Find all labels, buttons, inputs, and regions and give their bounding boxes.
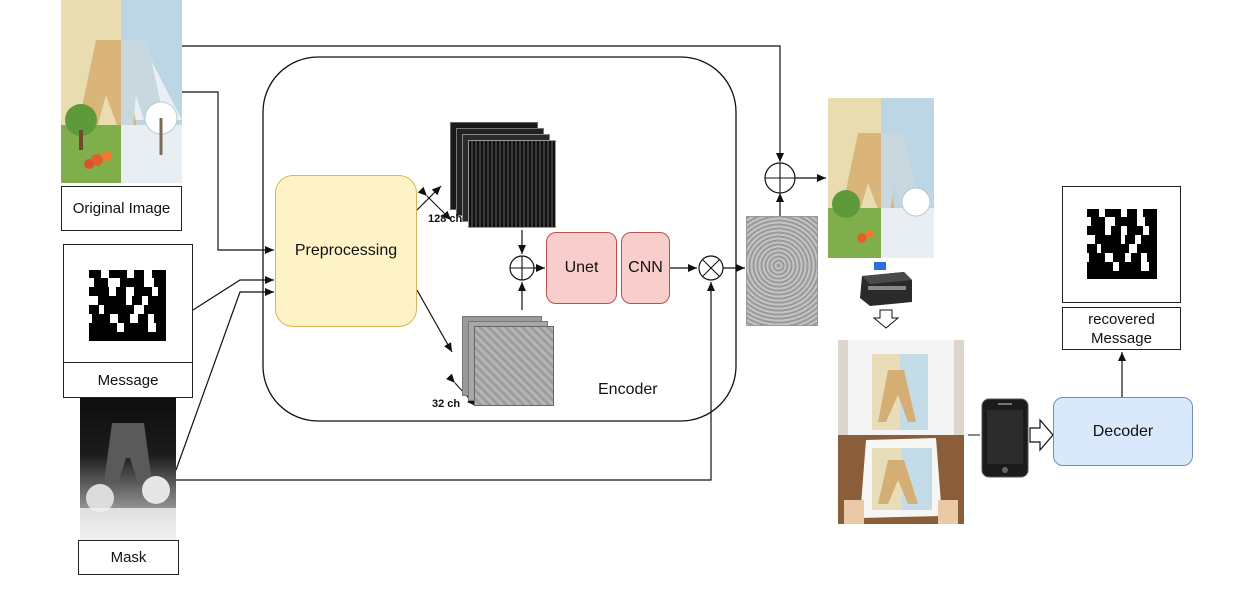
128ch-dimension-arrow [417,186,452,221]
preprocessing-block: Preprocessing [275,175,417,327]
mask-to-preprocessing-line [175,288,274,471]
encoder-container [262,56,737,422]
image-to-preprocessing-line [182,91,274,254]
recovered-code-image [1087,209,1157,279]
original-image [61,0,182,183]
feature-stack-32ch [462,316,562,406]
cnn-block: CNN [621,232,670,304]
decoder-block: Decoder [1053,397,1193,466]
phone-to-decoder-arrow [1029,418,1054,452]
residual-image [746,216,818,326]
original-image-label: Original Image [61,186,182,231]
channels-128-label: 128 ch [428,213,463,225]
message-box [63,244,193,369]
watermarked-image-painting [828,98,934,258]
skip-connection-line [182,45,784,162]
message-label: Message [63,362,193,398]
recovered-message-box [1062,186,1181,303]
message-code-image [89,270,166,341]
mask-to-multiply-line [176,282,715,481]
watermarked-image [828,98,934,258]
printer-icon [856,262,916,330]
unet-block: Unet [546,232,617,304]
message-to-preprocessing-line [192,276,274,311]
printed-photo [838,340,964,524]
preprocessing-to-32ch-arrow [416,289,453,353]
phone-icon [980,398,1030,478]
recovered-message-label: recovered Message [1062,307,1181,350]
mask-label: Mask [78,540,179,575]
channels-32-label: 32 ch [432,398,461,410]
original-image-painting [61,0,182,183]
encoder-label: Encoder [598,381,658,398]
feature-stack-128ch [450,122,560,232]
mask-shape [80,423,176,540]
mask-image [80,398,176,540]
